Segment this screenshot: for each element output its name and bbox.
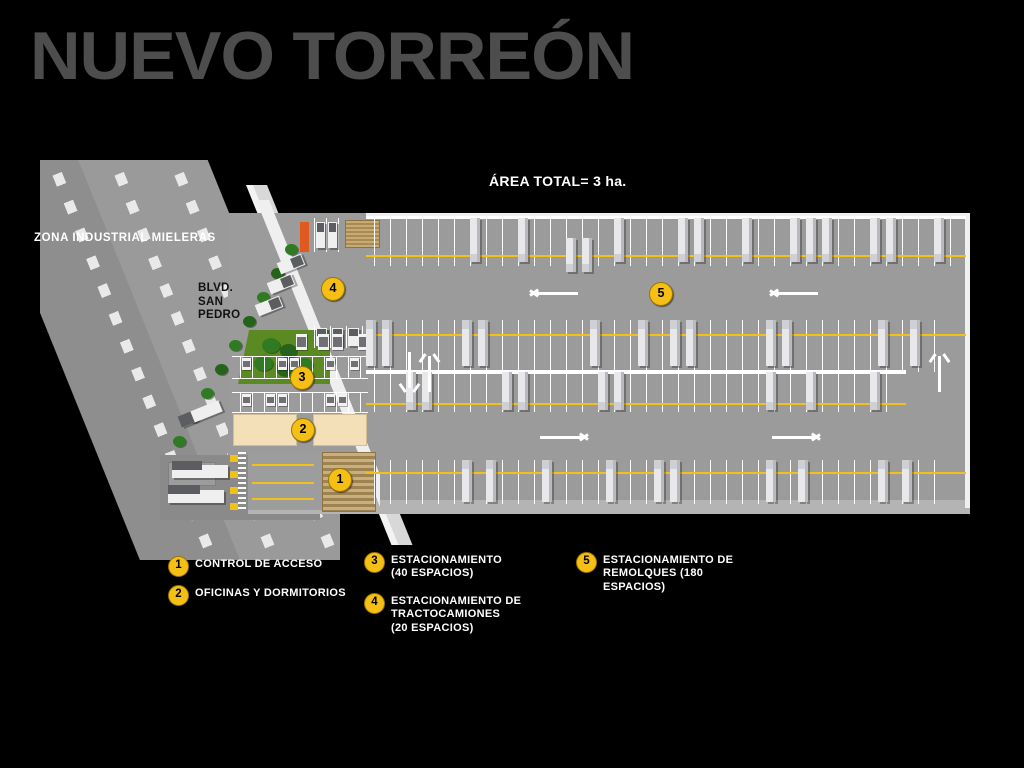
legend-item[interactable]: 1 CONTROL DE ACCESO [168, 556, 358, 577]
legend-item[interactable]: 2 OFICINAS Y DORMITORIOS [168, 585, 358, 607]
zona-industrial-label: ZONA INDUSTRIAL MIELERAS [34, 232, 216, 244]
page-title: NUEVO TORREÓN [30, 18, 635, 94]
legend-badge: 5 [576, 552, 597, 573]
legend-label: OFICINAS Y DORMITORIOS [195, 587, 346, 600]
legend-item[interactable]: 4 ESTACIONAMIENTO DE TRACTOCAMIONES (20 … [364, 592, 534, 635]
legend-column-2: 3 ESTACIONAMIENTO (40 ESPACIOS) 4 ESTACI… [364, 552, 534, 644]
legend-column-1: 1 CONTROL DE ACCESO 2 OFICINAS Y DORMITO… [168, 556, 358, 610]
office-building-west [233, 414, 297, 446]
legend-label: ESTACIONAMIENTO DE TRACTOCAMIONES (20 ES… [391, 594, 522, 634]
map-marker-3[interactable]: 3 [290, 366, 314, 390]
yard-north-edge [366, 213, 970, 218]
trailer-row-3 [366, 312, 966, 374]
yard-south-edge [248, 500, 970, 514]
entry-driveway-markings [230, 455, 238, 513]
car-parking-zone [232, 356, 368, 414]
blvd-san-pedro-label: BLVD. SAN PEDRO [198, 282, 241, 322]
dormitory-building-east [313, 414, 367, 446]
legend-badge: 3 [364, 552, 385, 573]
access-control-zone [238, 452, 376, 512]
legend-column-3: 5 ESTACIONAMIENTO DE REMOLQUES (180 ESPA… [576, 552, 756, 603]
aisle-arrow-down [398, 352, 421, 394]
aisle-arrow-left-2 [769, 288, 818, 298]
map-marker-1[interactable]: 1 [328, 468, 352, 492]
legend-badge: 1 [168, 556, 189, 577]
legend-label: CONTROL DE ACCESO [195, 558, 323, 570]
trailer-row-4 [366, 370, 966, 418]
aisle-arrow-right-1 [540, 432, 589, 442]
map-marker-4[interactable]: 4 [321, 277, 345, 301]
yard-east-edge [965, 213, 970, 508]
aisle-arrow-left-1 [529, 288, 578, 298]
legend-label: ESTACIONAMIENTO (40 ESPACIOS) [391, 554, 503, 580]
map-marker-5[interactable]: 5 [649, 282, 673, 306]
legend-label: ESTACIONAMIENTO DE REMOLQUES (180 ESPACI… [603, 554, 734, 593]
legend-badge: 2 [168, 585, 189, 607]
legend-item[interactable]: 3 ESTACIONAMIENTO (40 ESPACIOS) [364, 552, 534, 581]
map-marker-2[interactable]: 2 [291, 418, 315, 442]
angled-car-row [296, 330, 372, 356]
legend-item[interactable]: 5 ESTACIONAMIENTO DE REMOLQUES (180 ESPA… [576, 552, 756, 594]
trailer-row-5 [366, 454, 966, 506]
trailer-row-2 [366, 218, 966, 276]
entry-truck-3 [168, 485, 224, 503]
aisle-arrow-up-east [928, 352, 951, 394]
legend-badge: 4 [364, 592, 385, 614]
aisle-arrow-up-west [418, 352, 441, 394]
orange-building [300, 222, 309, 252]
trailer-row-1 [366, 216, 966, 274]
entry-truck-2 [172, 461, 228, 478]
area-total-label: ÁREA TOTAL= 3 ha. [489, 173, 627, 189]
aisle-arrow-right-2 [772, 432, 821, 442]
